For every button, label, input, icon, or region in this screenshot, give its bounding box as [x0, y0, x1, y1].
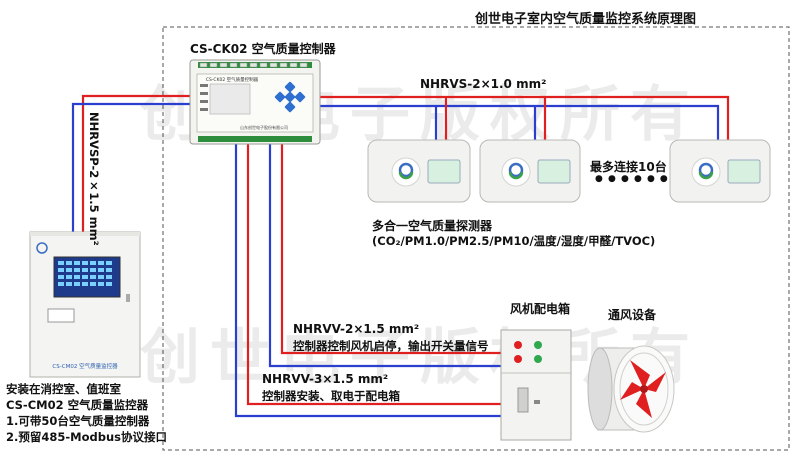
ventilation-label: 通风设备	[608, 308, 657, 322]
wire-monitor-red	[81, 94, 197, 232]
monitor-note-4: 2.预留485-Modbus协议接口	[6, 430, 167, 444]
dashed-boundary	[162, 26, 790, 451]
cable-label-monitor: NHRVSP-2×1.5 mm²	[87, 112, 101, 246]
cable-label-power: NHRVV-3×1.5 mm²	[262, 372, 389, 386]
wire-fanctl-red	[280, 142, 501, 355]
monitor-note-2: CS-CM02 空气质量监控器	[6, 398, 149, 412]
controller-label: CS-CK02 空气质量控制器	[190, 42, 336, 56]
fan-box-label: 风机配电箱	[510, 302, 571, 316]
detector-1	[367, 139, 471, 203]
monitor-panel-text: CS-CM02 空气质量监控器	[52, 362, 118, 370]
detectors-max-note: 最多连接10台	[590, 160, 667, 174]
wire-power-red	[246, 142, 501, 406]
ventilation-fan	[587, 345, 675, 433]
monitor-cabinet: CS-CM02 空气质量监控器	[29, 231, 141, 378]
wire-power-blue	[234, 142, 501, 418]
wire-bus-blue	[318, 104, 720, 142]
detectors-label: 多合一空气质量探测器	[372, 219, 493, 233]
detectors-params: (CO₂/PM1.0/PM2.5/PM10/温度/湿度/甲醛/TVOC)	[372, 234, 656, 248]
wire-fanctl-blue	[268, 142, 501, 368]
wire-bus-red	[318, 95, 730, 142]
controller-footer-text: 山东创世电子股份有限公司	[240, 124, 288, 130]
detector-2	[479, 139, 581, 203]
monitor-note-1: 安装在消控室、值班室	[6, 382, 121, 396]
monitor-note-3: 1.可带50台空气质量控制器	[6, 414, 150, 428]
detector-3	[669, 139, 771, 203]
detectors-dots: ● ● ● ● ● ●	[595, 174, 669, 184]
controller-screen	[209, 83, 251, 115]
cable-note-power: 控制器安装、取电于配电箱	[262, 389, 400, 403]
fan-box	[500, 329, 572, 441]
monitor-notes: 安装在消控室、值班室 CS-CM02 空气质量监控器 1.可带50台空气质量控制…	[6, 381, 167, 445]
controller-device: CS-CK02 空气质量控制器 山东创世电子股份有限公司	[189, 59, 321, 145]
cable-label-fanctl: NHRVV-2×1.5 mm²	[293, 322, 420, 336]
wiring	[71, 94, 730, 418]
controller-keypad	[274, 81, 306, 113]
wire-monitor-blue	[71, 102, 197, 232]
cable-note-fanctl: 控制器控制风机启停，输出开关量信号	[293, 339, 489, 353]
diagram-title: 创世电子室内空气质量监控系统原理图	[475, 12, 697, 27]
cable-label-bus: NHRVS-2×1.0 mm²	[420, 77, 547, 91]
controller-screen-text: CS-CK02 空气质量控制器	[206, 76, 259, 83]
